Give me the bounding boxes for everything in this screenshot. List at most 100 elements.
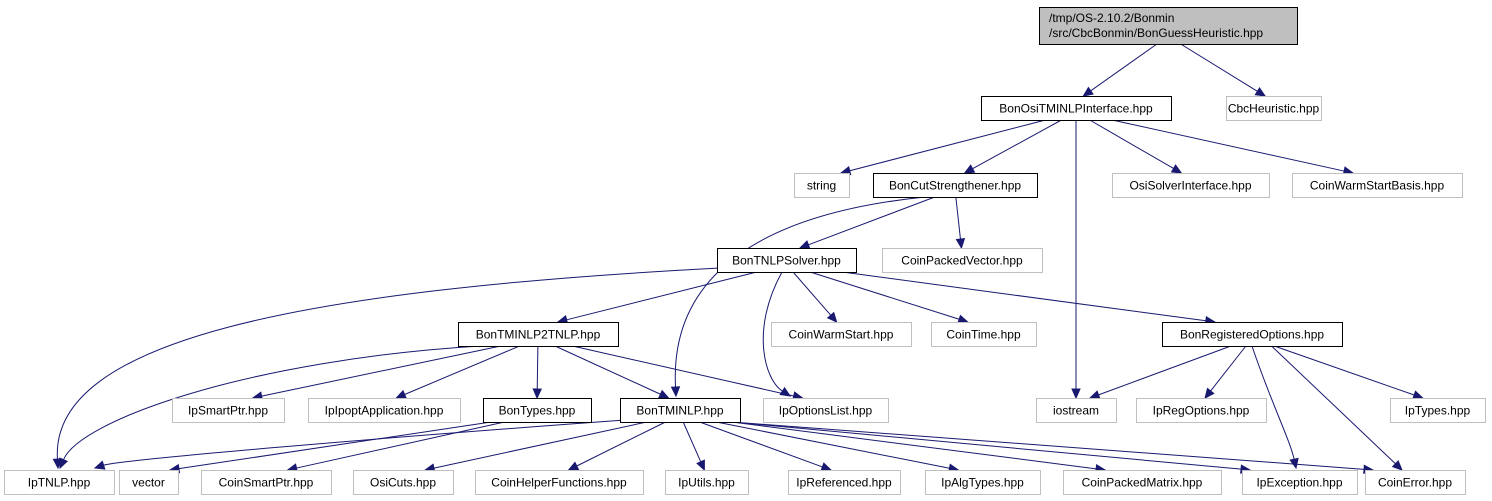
node-bontminlp2tnlp-hpp[interactable]: BonTMINLP2TNLP.hpp — [458, 322, 619, 347]
node-tmp-os-2-10-2-bonmin-src-cbcbonmin-bonguessheuristic-hpp[interactable]: /tmp/OS-2.10.2/Bonmin/src/CbcBonmin/BonG… — [1039, 7, 1298, 45]
node-box — [483, 398, 592, 423]
node-box — [172, 398, 285, 423]
edge-arrowhead — [826, 311, 838, 323]
node-coinsmartptr-hpp: CoinSmartPtr.hpp — [201, 470, 332, 495]
edge-arrowhead — [1412, 390, 1424, 400]
edge-arrowhead — [696, 459, 705, 472]
node-label: CoinWarmStart.hpp — [789, 328, 894, 342]
edge-arrowhead — [798, 240, 811, 250]
edge-line — [178, 421, 492, 470]
node-label: IpRegOptions.hpp — [1153, 404, 1250, 418]
node-box — [308, 398, 461, 423]
edge-arrowhead — [957, 314, 969, 324]
edge-bontminlp-to-coinerror — [731, 421, 1375, 475]
edge-line — [1180, 43, 1258, 92]
edge-bontminlp-to-ipexception — [731, 421, 1252, 474]
edge-osi_tminlp-to-cutstrength — [963, 119, 1062, 174]
node-coinhelperfunctions-hpp: CoinHelperFunctions.hpp — [475, 470, 644, 495]
edge-line — [554, 345, 661, 395]
edge-cutstrength-to-bontminlp — [670, 196, 926, 398]
node-box — [788, 470, 901, 495]
node-ipsmartptr-hpp: IpSmartPtr.hpp — [172, 398, 285, 423]
node-bontypes-hpp[interactable]: BonTypes.hpp — [483, 398, 592, 423]
node-label: OsiCuts.hpp — [370, 476, 436, 490]
edge-line — [849, 119, 1046, 172]
node-label: CoinWarmStartBasis.hpp — [1310, 179, 1445, 193]
node-iputils-hpp: IpUtils.hpp — [665, 470, 749, 495]
edge-tminlp2tnlp-to-ipsmartptr — [251, 345, 501, 401]
node-box — [475, 470, 644, 495]
node-box — [1136, 398, 1267, 423]
node-bonositminlpinterface-hpp[interactable]: BonOsiTMINLPInterface.hpp — [981, 96, 1172, 121]
node-box — [925, 470, 1041, 495]
node-label: CoinPackedMatrix.hpp — [1082, 476, 1203, 490]
node-label: BonTypes.hpp — [499, 404, 576, 418]
edge-line — [731, 421, 1242, 470]
edge-line — [1271, 345, 1396, 465]
node-boncutstrengthener-hpp[interactable]: BonCutStrengthener.hpp — [873, 173, 1038, 198]
node-coinwarmstart-hpp: CoinWarmStart.hpp — [771, 322, 912, 347]
edge-line — [716, 421, 950, 469]
edge-tnlpsolver-to-tminlp2tnlp — [556, 271, 757, 325]
node-label: IpTNLP.hpp — [28, 476, 91, 490]
node-bonregisteredoptions-hpp[interactable]: BonRegisteredOptions.hpp — [1162, 322, 1343, 347]
node-label: string — [807, 179, 836, 193]
edge-root-to-cbcheuristic — [1180, 43, 1267, 97]
node-box — [353, 470, 454, 495]
node-label: BonTMINLP.hpp — [636, 404, 723, 418]
edge-arrowhead — [658, 389, 670, 399]
edge-osi_tminlp-to-iostream — [1071, 120, 1081, 400]
edge-line — [261, 345, 501, 397]
edge-line — [808, 196, 935, 246]
edge-arrowhead — [1204, 387, 1215, 399]
edge-osi_tminlp-to-string — [839, 119, 1046, 176]
edge-line — [1274, 345, 1415, 396]
edge-arrowhead — [1289, 457, 1299, 470]
edge-line — [404, 345, 520, 395]
edge-line — [792, 271, 832, 316]
edge-arrowhead — [93, 460, 106, 470]
edge-bontminlp-to-coinhelper — [567, 421, 666, 471]
node-vector: vector — [119, 470, 179, 495]
edge-tminlp2tnlp-to-bontminlp — [554, 345, 670, 399]
edge-bontminlp-to-coinpackedmatrix — [731, 421, 1107, 474]
node-box — [620, 398, 741, 423]
node-ipoptionslist-hpp: IpOptionsList.hpp — [763, 398, 889, 423]
edge-line — [1089, 119, 1174, 169]
node-label: vector — [132, 476, 165, 490]
node-label: IpSmartPtr.hpp — [188, 404, 268, 418]
node-iptypes-hpp: IpTypes.hpp — [1390, 398, 1486, 423]
edge-arrowhead — [395, 389, 407, 399]
node-label: CbcHeuristic.hpp — [1228, 102, 1320, 116]
node-bontnlpsolver-hpp[interactable]: BonTNLPSolver.hpp — [717, 248, 857, 273]
edge-line — [433, 421, 647, 469]
edge-tminlp2tnlp-to-bontypes — [532, 345, 542, 400]
node-box — [931, 322, 1037, 347]
node-iostream: iostream — [1036, 398, 1117, 423]
node-label: CoinHelperFunctions.hpp — [491, 476, 627, 490]
edge-arrowhead — [1391, 459, 1403, 471]
node-box — [1242, 470, 1358, 495]
node-box — [981, 96, 1172, 121]
node-ipalgtypes-hpp: IpAlgTypes.hpp — [925, 470, 1041, 495]
node-box — [1390, 398, 1486, 423]
edge-osi_tminlp-to-coinwsbasis — [1112, 119, 1355, 176]
edge-line — [1251, 345, 1295, 460]
edge-tminlp2tnlp-to-iptnlp — [59, 345, 481, 470]
node-coinpackedvector-hpp: CoinPackedVector.hpp — [882, 248, 1043, 273]
node-label: IpAlgTypes.hpp — [941, 476, 1024, 490]
node-box — [1292, 173, 1463, 198]
edge-tminlp2tnlp-to-ipipoptapp — [395, 345, 520, 399]
node-bontminlp-hpp[interactable]: BonTMINLP.hpp — [620, 398, 741, 423]
node-cbcheuristic-hpp: CbcHeuristic.hpp — [1226, 96, 1322, 121]
node-box — [201, 470, 332, 495]
edge-arrowhead — [1082, 86, 1094, 97]
edge-arrowhead — [1254, 86, 1267, 97]
node-ipexception-hpp: IpException.hpp — [1242, 470, 1358, 495]
edge-arrowhead — [955, 238, 966, 250]
node-box — [4, 470, 115, 495]
edge-line — [842, 271, 1206, 322]
node-label: CoinError.hpp — [1378, 476, 1452, 490]
node-osicuts-hpp: OsiCuts.hpp — [353, 470, 454, 495]
